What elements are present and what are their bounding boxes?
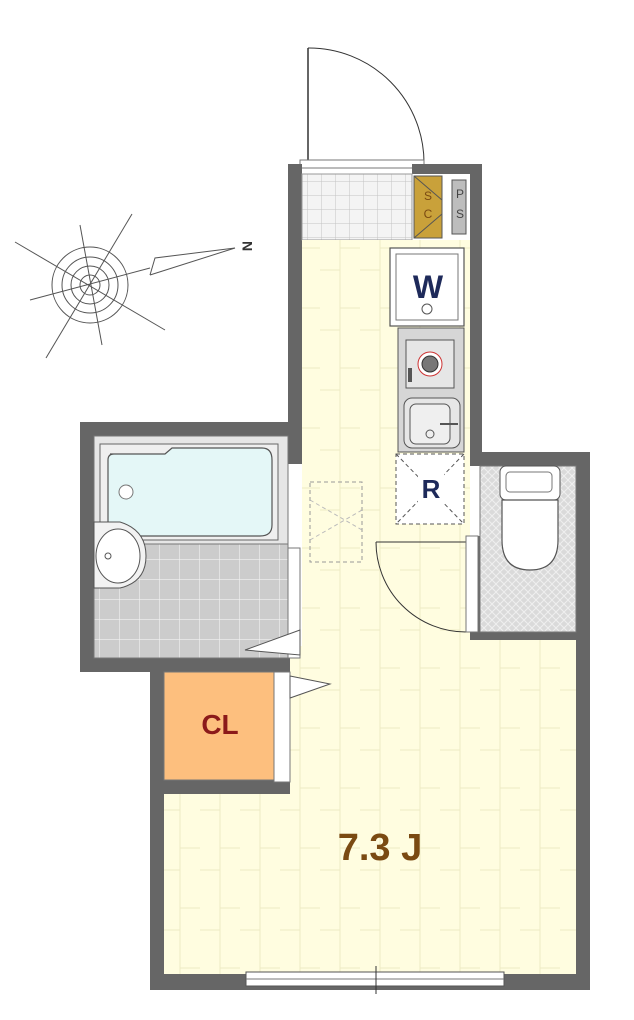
toilet-icon: [499, 465, 561, 571]
closet-area: [163, 671, 275, 781]
fridge-label: R: [422, 474, 441, 504]
bathroom: [93, 435, 301, 659]
compass-rose-icon: [14, 213, 236, 359]
closet-label: CL: [201, 709, 238, 740]
entry-floor: [301, 173, 413, 241]
pipe-space: P S: [451, 179, 467, 235]
main-room-size-label: 7.3 J: [338, 827, 423, 869]
floors: [164, 173, 576, 974]
washer: W: [389, 247, 465, 327]
shoe-cabinet: S C: [413, 175, 443, 239]
pipe-space-label-2: S: [456, 207, 464, 221]
entrance-door: [299, 47, 425, 169]
shoe-cabinet-label-2: C: [424, 207, 433, 221]
bathtub-icon: [99, 443, 279, 541]
kitchen-sink-icon: [403, 397, 461, 449]
stove-icon: [405, 339, 455, 389]
pipe-space-label-1: P: [456, 187, 464, 201]
washer-label: W: [413, 269, 444, 305]
compass: N: [14, 213, 255, 359]
north-label: N: [239, 241, 255, 251]
main-room-floor: [164, 794, 576, 974]
toilet-room: [375, 465, 577, 633]
closet: CL: [163, 671, 332, 783]
kitchen-counter: [397, 327, 465, 453]
floor-hatch: [309, 481, 363, 563]
main-room: 7.3 J: [245, 827, 505, 994]
fridge: R: [395, 453, 465, 525]
washbasin-icon: [93, 521, 147, 589]
shoe-cabinet-label-1: S: [424, 189, 432, 203]
